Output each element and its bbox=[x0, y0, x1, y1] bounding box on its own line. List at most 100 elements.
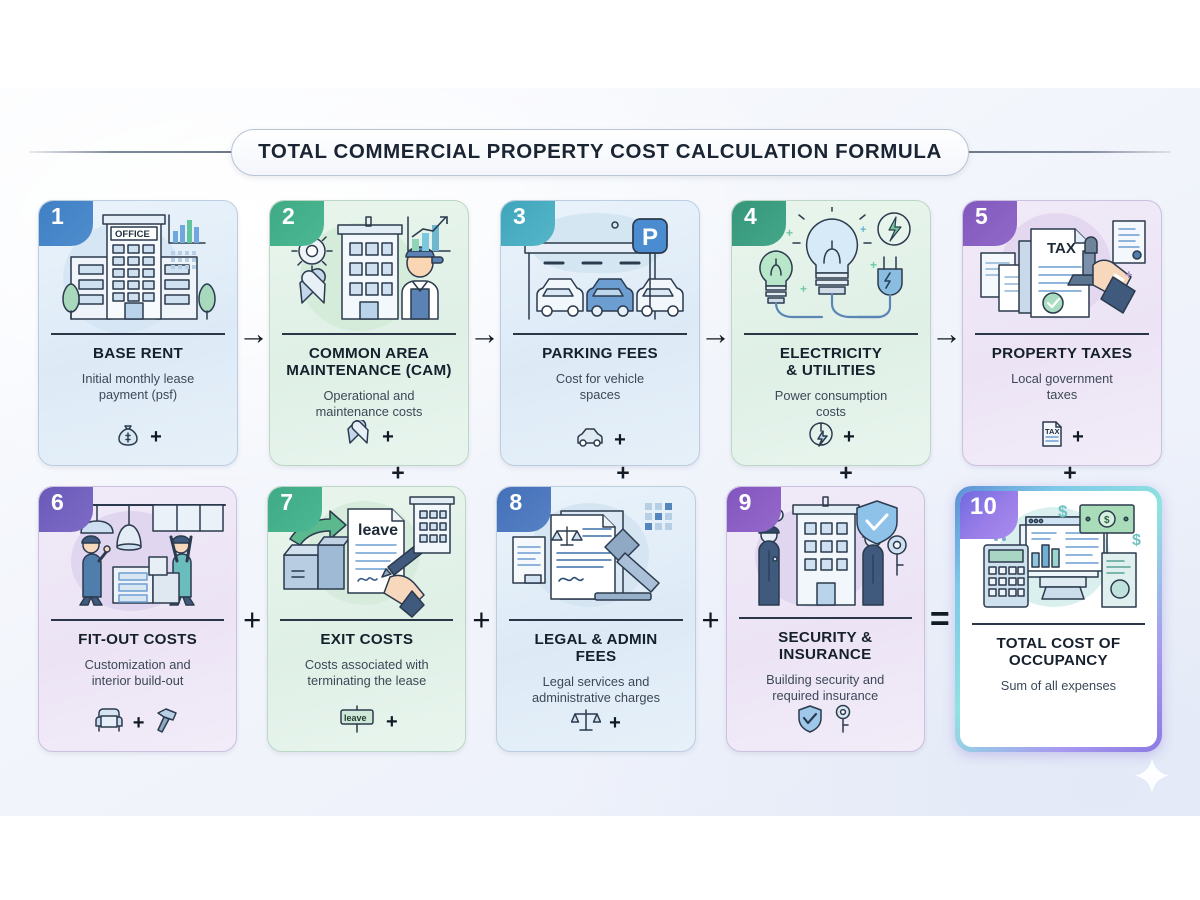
ground-line bbox=[282, 333, 456, 335]
svg-text:$: $ bbox=[1104, 515, 1110, 526]
card-body: SECURITY & INSURANCE Building security a… bbox=[727, 621, 924, 751]
title-rule-right bbox=[958, 151, 1171, 153]
card-number-badge: 3 bbox=[501, 201, 555, 246]
card-description: Customization and interior build-out bbox=[84, 657, 191, 689]
card-description: Power consumption costs bbox=[774, 387, 888, 419]
plus-operator: + bbox=[382, 425, 394, 448]
plus-connector-8: + bbox=[701, 601, 720, 637]
cards-row-top: 1 bbox=[38, 200, 1162, 466]
card-title: TOTAL COST OF OCCUPANCY bbox=[996, 635, 1121, 670]
card-body: PROPERTY TAXES Local government taxes TA… bbox=[963, 337, 1161, 465]
card-base-rent[interactable]: 1 bbox=[38, 200, 238, 466]
shield-icon bbox=[796, 704, 824, 739]
title-row: TOTAL COMMERCIAL PROPERTY COST CALCULATI… bbox=[0, 128, 1200, 176]
card-description: Costs associated with terminating the le… bbox=[304, 657, 429, 689]
power-icon bbox=[807, 420, 835, 453]
svg-text:P: P bbox=[642, 224, 658, 251]
plus-operator: + bbox=[150, 425, 162, 448]
light-bulbs-illustration: + + + + bbox=[742, 207, 920, 337]
tax-document-icon: TAX bbox=[1040, 420, 1064, 453]
card-fit-out-costs[interactable]: 6 bbox=[38, 486, 238, 752]
plus-connector-7: + bbox=[472, 601, 491, 637]
svg-text:+: + bbox=[786, 226, 793, 240]
card-title: COMMON AREA MAINTENANCE (CAM) bbox=[286, 344, 452, 379]
svg-text:+: + bbox=[800, 282, 807, 296]
ground-line bbox=[513, 333, 687, 335]
tax-stamp-illustration: TAX + bbox=[973, 207, 1151, 337]
parking-garage-illustration: P bbox=[511, 207, 689, 337]
svg-text:$: $ bbox=[1132, 532, 1141, 549]
card-title: FIT-OUT COSTS bbox=[78, 631, 198, 648]
equals-connector: = bbox=[929, 600, 950, 638]
card-number: 9 bbox=[738, 489, 752, 515]
card-footer: + bbox=[114, 420, 162, 465]
card-body: LEGAL & ADMIN FEES Legal services and ad… bbox=[497, 623, 694, 751]
svg-text:leave: leave bbox=[358, 522, 398, 539]
card-number-badge: 4 bbox=[732, 201, 786, 246]
card-body: ELECTRICITY & UTILITIES Power consumptio… bbox=[732, 337, 930, 465]
svg-text:+: + bbox=[860, 224, 866, 236]
key-icon bbox=[832, 704, 854, 739]
card-number-badge: 6 bbox=[39, 487, 93, 532]
cards-grid: 1 bbox=[38, 200, 1163, 752]
card-number: 7 bbox=[280, 489, 294, 515]
card-number-badge: 5 bbox=[963, 201, 1017, 246]
plus-operator: + bbox=[609, 711, 621, 734]
ground-line bbox=[744, 333, 918, 335]
office-building-illustration: OFFICE bbox=[49, 207, 227, 337]
card-number: 4 bbox=[744, 203, 758, 229]
cards-row-bottom: 6 bbox=[38, 486, 1163, 752]
card-number: 2 bbox=[282, 203, 296, 229]
interior-fitout-illustration bbox=[49, 493, 226, 623]
svg-text:TAX: TAX bbox=[1045, 427, 1059, 436]
svg-text:OFFICE: OFFICE bbox=[115, 229, 150, 240]
arrow-connector-3: → bbox=[700, 315, 731, 351]
plus-connector-6: + bbox=[243, 601, 262, 637]
card-title: ELECTRICITY & UTILITIES bbox=[779, 344, 883, 379]
card-number: 10 bbox=[969, 493, 998, 520]
card-footer: leave + bbox=[336, 704, 398, 751]
card-description: Legal services and administrative charge… bbox=[531, 673, 661, 705]
title-rule-left bbox=[29, 151, 242, 153]
card-footer: + bbox=[344, 418, 394, 465]
ground-line bbox=[971, 623, 1146, 625]
ground-line bbox=[51, 333, 225, 335]
card-common-area-maintenance[interactable]: 2 bbox=[269, 200, 469, 466]
ground-line bbox=[975, 333, 1149, 335]
card-total-cost-of-occupancy[interactable]: 10 bbox=[954, 486, 1163, 752]
card-body: PARKING FEES Cost for vehicle spaces + bbox=[501, 337, 699, 465]
ground-line bbox=[51, 619, 225, 621]
plus-operator: + bbox=[614, 428, 626, 451]
page-title: TOTAL COMMERCIAL PROPERTY COST CALCULATI… bbox=[231, 128, 969, 176]
card-description: Operational and maintenance costs bbox=[315, 387, 423, 419]
card-title: LEGAL & ADMIN FEES bbox=[534, 630, 658, 665]
card-title: SECURITY & INSURANCE bbox=[778, 628, 873, 663]
card-description: Cost for vehicle spaces bbox=[555, 371, 645, 403]
card-title: PROPERTY TAXES bbox=[991, 345, 1133, 362]
card-exit-costs[interactable]: 7 bbox=[267, 486, 467, 752]
card-description: Initial monthly lease payment (psf) bbox=[81, 371, 195, 403]
card-security-insurance[interactable]: 9 bbox=[725, 486, 925, 752]
card-parking-fees[interactable]: 3 bbox=[500, 200, 700, 466]
svg-text:+: + bbox=[870, 258, 877, 272]
card-number-badge: 10 bbox=[959, 491, 1018, 539]
arrow-connector-2: → bbox=[469, 315, 500, 351]
final-card-inner: 10 bbox=[959, 491, 1158, 747]
card-number-badge: 7 bbox=[268, 487, 323, 532]
card-body: TOTAL COST OF OCCUPANCY Sum of all expen… bbox=[960, 627, 1157, 747]
card-body: FIT-OUT COSTS Customization and interior… bbox=[39, 623, 236, 751]
card-footer: + bbox=[570, 706, 621, 751]
card-legal-admin-fees[interactable]: 8 bbox=[496, 486, 696, 752]
leave-sign-icon: leave bbox=[336, 704, 378, 739]
card-property-taxes[interactable]: 5 bbox=[962, 200, 1162, 466]
plus-operator: + bbox=[385, 710, 398, 733]
plus-operator: + bbox=[132, 711, 145, 734]
scales-icon bbox=[570, 706, 602, 739]
plus-operator: + bbox=[843, 425, 855, 448]
svg-text:leave: leave bbox=[344, 713, 367, 723]
card-electricity-utilities[interactable]: 4 bbox=[731, 200, 931, 466]
card-number-badge: 9 bbox=[726, 487, 781, 532]
card-body: COMMON AREA MAINTENANCE (CAM) Operationa… bbox=[270, 337, 468, 465]
tools-icon bbox=[344, 418, 374, 453]
